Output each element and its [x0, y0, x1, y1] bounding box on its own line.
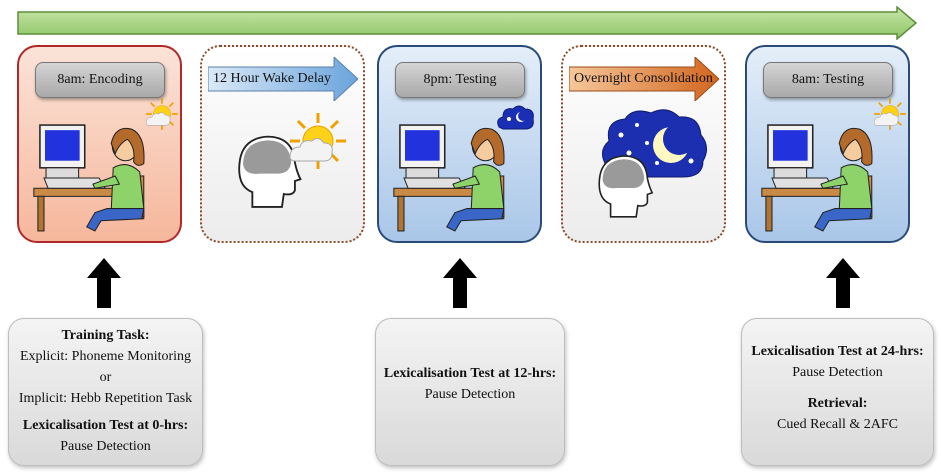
- box-text: Cued Recall & 2AFC: [777, 417, 898, 432]
- wake-delay-arrow: 12 Hour Wake Delay: [208, 57, 358, 101]
- box-heading: Lexicalisation Test at 24-hrs:: [751, 344, 924, 359]
- panel-8pm-testing: 8pm: Testing: [377, 45, 542, 243]
- box-heading: Lexicalisation Test at 12-hrs:: [383, 366, 557, 381]
- box-text: Explicit: Phoneme Monitoring: [19, 349, 192, 364]
- box-heading: Retrieval:: [807, 396, 868, 411]
- computer-user-illustration: [33, 121, 167, 233]
- panel-wake-delay: 12 Hour Wake Delay: [200, 45, 365, 243]
- panel-label: 8am: Testing: [763, 62, 893, 98]
- panel-label: 12 Hour Wake Delay: [213, 71, 331, 86]
- test-24hrs-box: Lexicalisation Test at 24-hrs: Pause Det…: [741, 318, 934, 466]
- head-icon: [593, 145, 657, 223]
- timeline-arrow: [17, 6, 917, 40]
- box-text: Implicit: Hebb Repetition Task: [18, 391, 193, 406]
- panel-overnight: Overnight Consolidation: [561, 45, 726, 243]
- up-arrow-icon: [87, 258, 121, 308]
- up-arrow-icon: [826, 258, 860, 308]
- up-arrow-icon: [443, 258, 477, 308]
- encoding-tasks-box: Training Task: Explicit: Phoneme Monitor…: [8, 318, 203, 466]
- computer-user-illustration: [761, 121, 895, 233]
- night-cloud-icon: [497, 105, 534, 130]
- box-text: Pause Detection: [792, 365, 883, 380]
- box-heading: Lexicalisation Test at 0-hrs:: [22, 418, 189, 433]
- panel-encoding: 8am: Encoding: [17, 45, 182, 243]
- panel-8am-testing: 8am: Testing: [745, 45, 910, 243]
- panel-label: 8pm: Testing: [395, 62, 525, 98]
- sun-cloud-icon: [288, 111, 348, 171]
- box-text: Pause Detection: [60, 439, 151, 454]
- box-heading: Training Task:: [61, 328, 150, 343]
- box-text: or: [99, 370, 112, 385]
- test-12hrs-box: Lexicalisation Test at 12-hrs: Pause Det…: [375, 318, 565, 466]
- overnight-arrow: Overnight Consolidation: [569, 57, 719, 101]
- computer-user-illustration: [393, 121, 527, 233]
- panel-label: Overnight Consolidation: [574, 71, 713, 86]
- box-text: Pause Detection: [424, 387, 516, 402]
- panel-label: 8am: Encoding: [35, 62, 165, 98]
